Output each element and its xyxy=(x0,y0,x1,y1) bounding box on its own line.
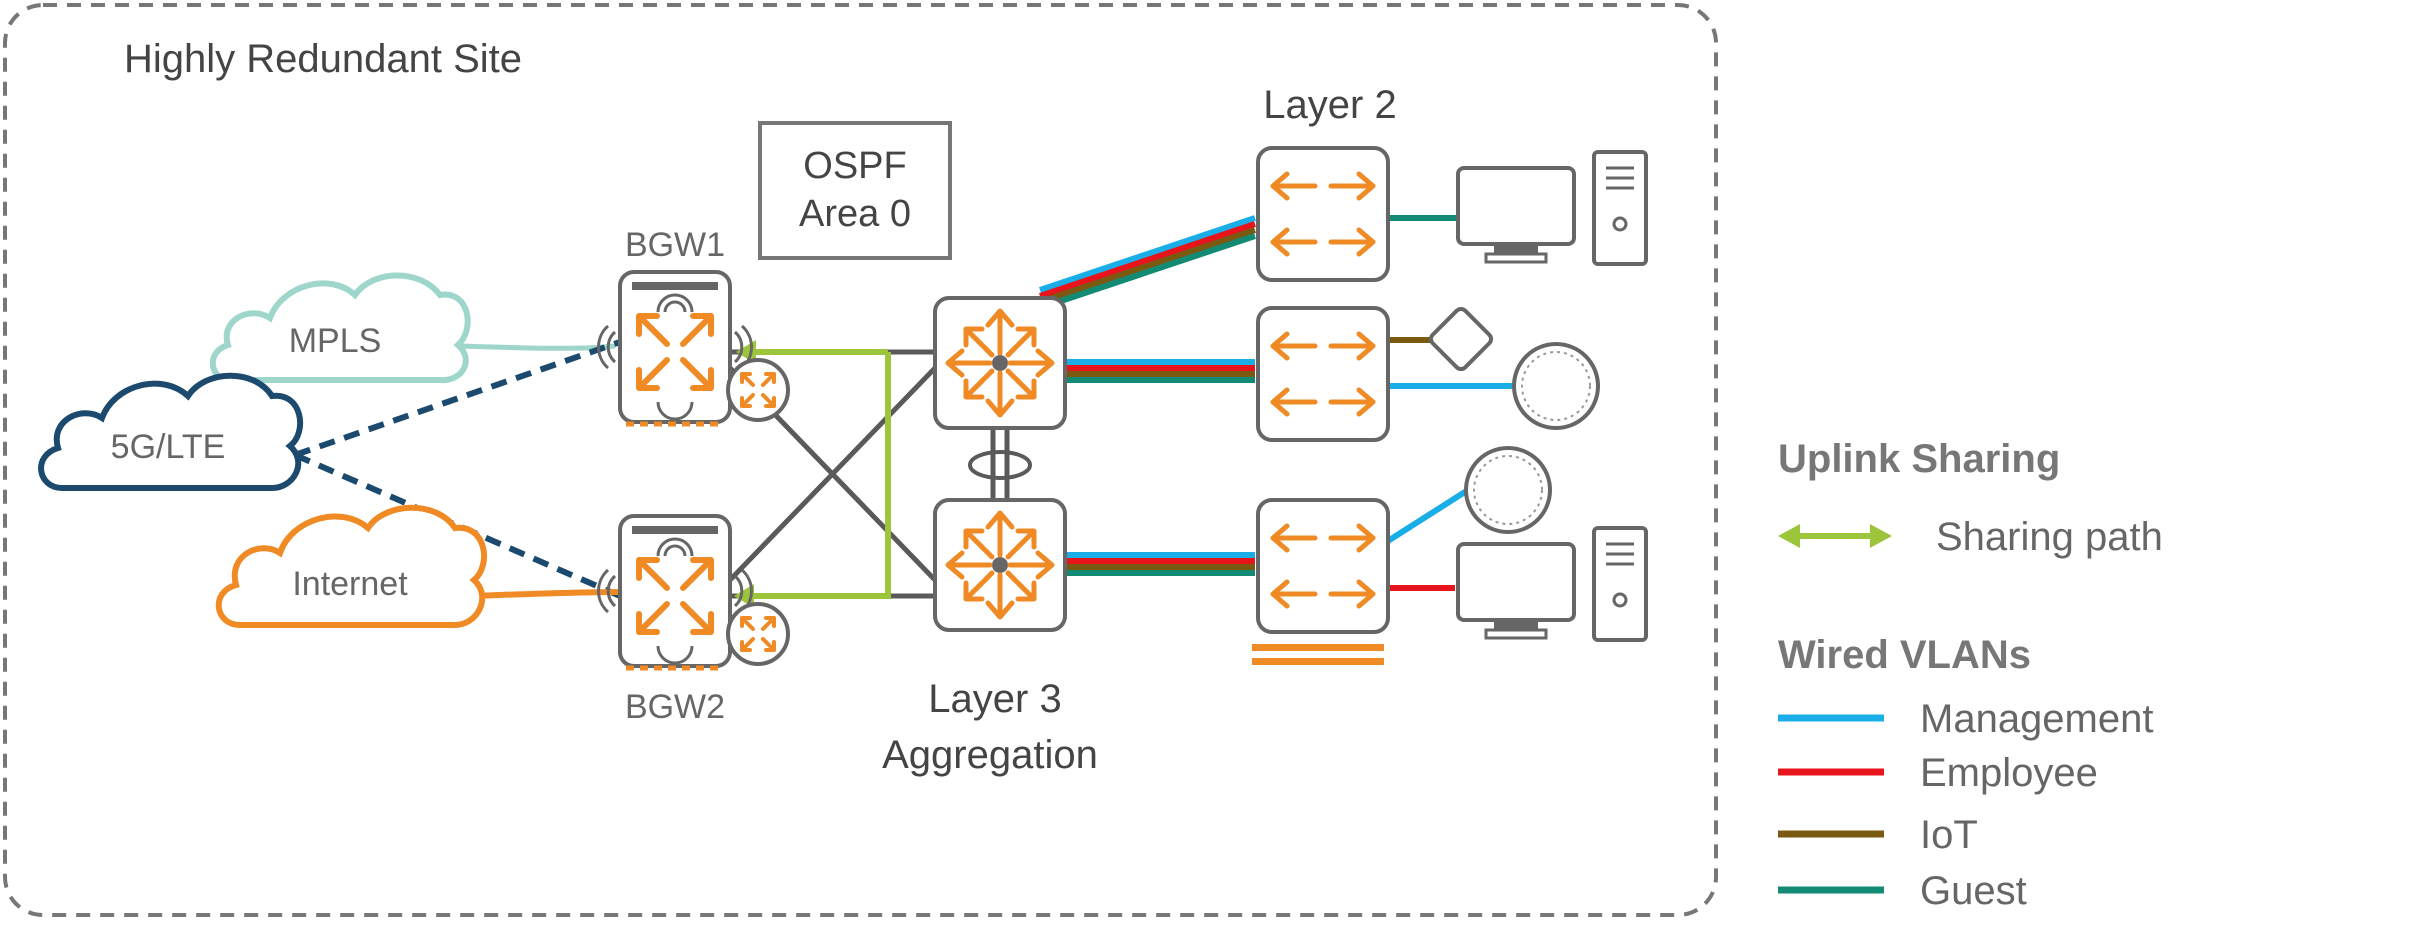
bgw2-label: BGW2 xyxy=(625,688,725,726)
trunk-l3a-l2b xyxy=(1060,359,1255,383)
l2-switch-2 xyxy=(1256,306,1390,442)
access-point-2 xyxy=(1464,446,1552,534)
desktop-tower-2 xyxy=(1592,526,1648,642)
legend-vlan-guest: Guest xyxy=(1920,869,2027,913)
layer3-label: Layer 3 xyxy=(928,677,1061,721)
l3-switch-bottom xyxy=(933,498,1067,632)
legend-vlan-iot: IoT xyxy=(1920,813,1978,857)
l2-switch-1 xyxy=(1256,146,1390,282)
bgw1-router-icon xyxy=(726,358,790,422)
internet-cloud xyxy=(215,504,488,628)
lte-label: 5G/LTE xyxy=(111,428,226,466)
legend-vlan-management: Management xyxy=(1920,697,2153,741)
l2-switch-3 xyxy=(1252,498,1390,665)
internet-link xyxy=(469,589,621,599)
bgw2-router-icon xyxy=(726,602,790,666)
lte-cloud xyxy=(38,372,304,491)
site-title: Highly Redundant Site xyxy=(124,37,522,81)
access-point-1 xyxy=(1512,342,1600,430)
lte-link-bgw1 xyxy=(294,339,621,458)
ospf-area-box xyxy=(758,121,952,260)
bgw2-gateway xyxy=(597,514,753,671)
trunk-l3a-l2a xyxy=(1039,215,1256,311)
legend-sharing-swatch xyxy=(1778,524,1892,548)
mgmt-ap2-link xyxy=(1378,487,1470,549)
lte-link-bgw2 xyxy=(293,452,622,599)
legend-vlan-employee: Employee xyxy=(1920,751,2098,795)
l3-switch-top xyxy=(933,296,1067,430)
trunk-l3b-l2c xyxy=(1060,552,1255,576)
lag-ring xyxy=(968,450,1032,480)
mpls-cloud xyxy=(209,272,471,384)
desktop-tower-1 xyxy=(1592,150,1648,266)
legend-vlan-title: Wired VLANs xyxy=(1778,633,2031,677)
legend-uplink-title: Uplink Sharing xyxy=(1778,437,2060,481)
legend: Uplink Sharing Sharing path Wired VLANs … xyxy=(1778,437,2163,913)
ospf-label: OSPF xyxy=(803,145,906,187)
ospf-area-label: Area 0 xyxy=(799,193,911,235)
desktop-monitor-2 xyxy=(1456,542,1576,640)
sharing-path xyxy=(740,352,891,599)
layer2-label: Layer 2 xyxy=(1263,83,1396,127)
link-bgw2-l3a xyxy=(728,366,937,582)
internet-label: Internet xyxy=(292,565,408,603)
desktop-monitor-1 xyxy=(1456,166,1576,264)
aggregation-label: Aggregation xyxy=(882,733,1098,777)
bgw1-label: BGW1 xyxy=(625,226,725,264)
mpls-label: MPLS xyxy=(289,322,382,360)
mpls-link xyxy=(461,343,616,351)
site-frame xyxy=(3,3,1718,917)
legend-sharing-label: Sharing path xyxy=(1936,515,2163,559)
iot-sensor-icon xyxy=(1428,306,1494,372)
